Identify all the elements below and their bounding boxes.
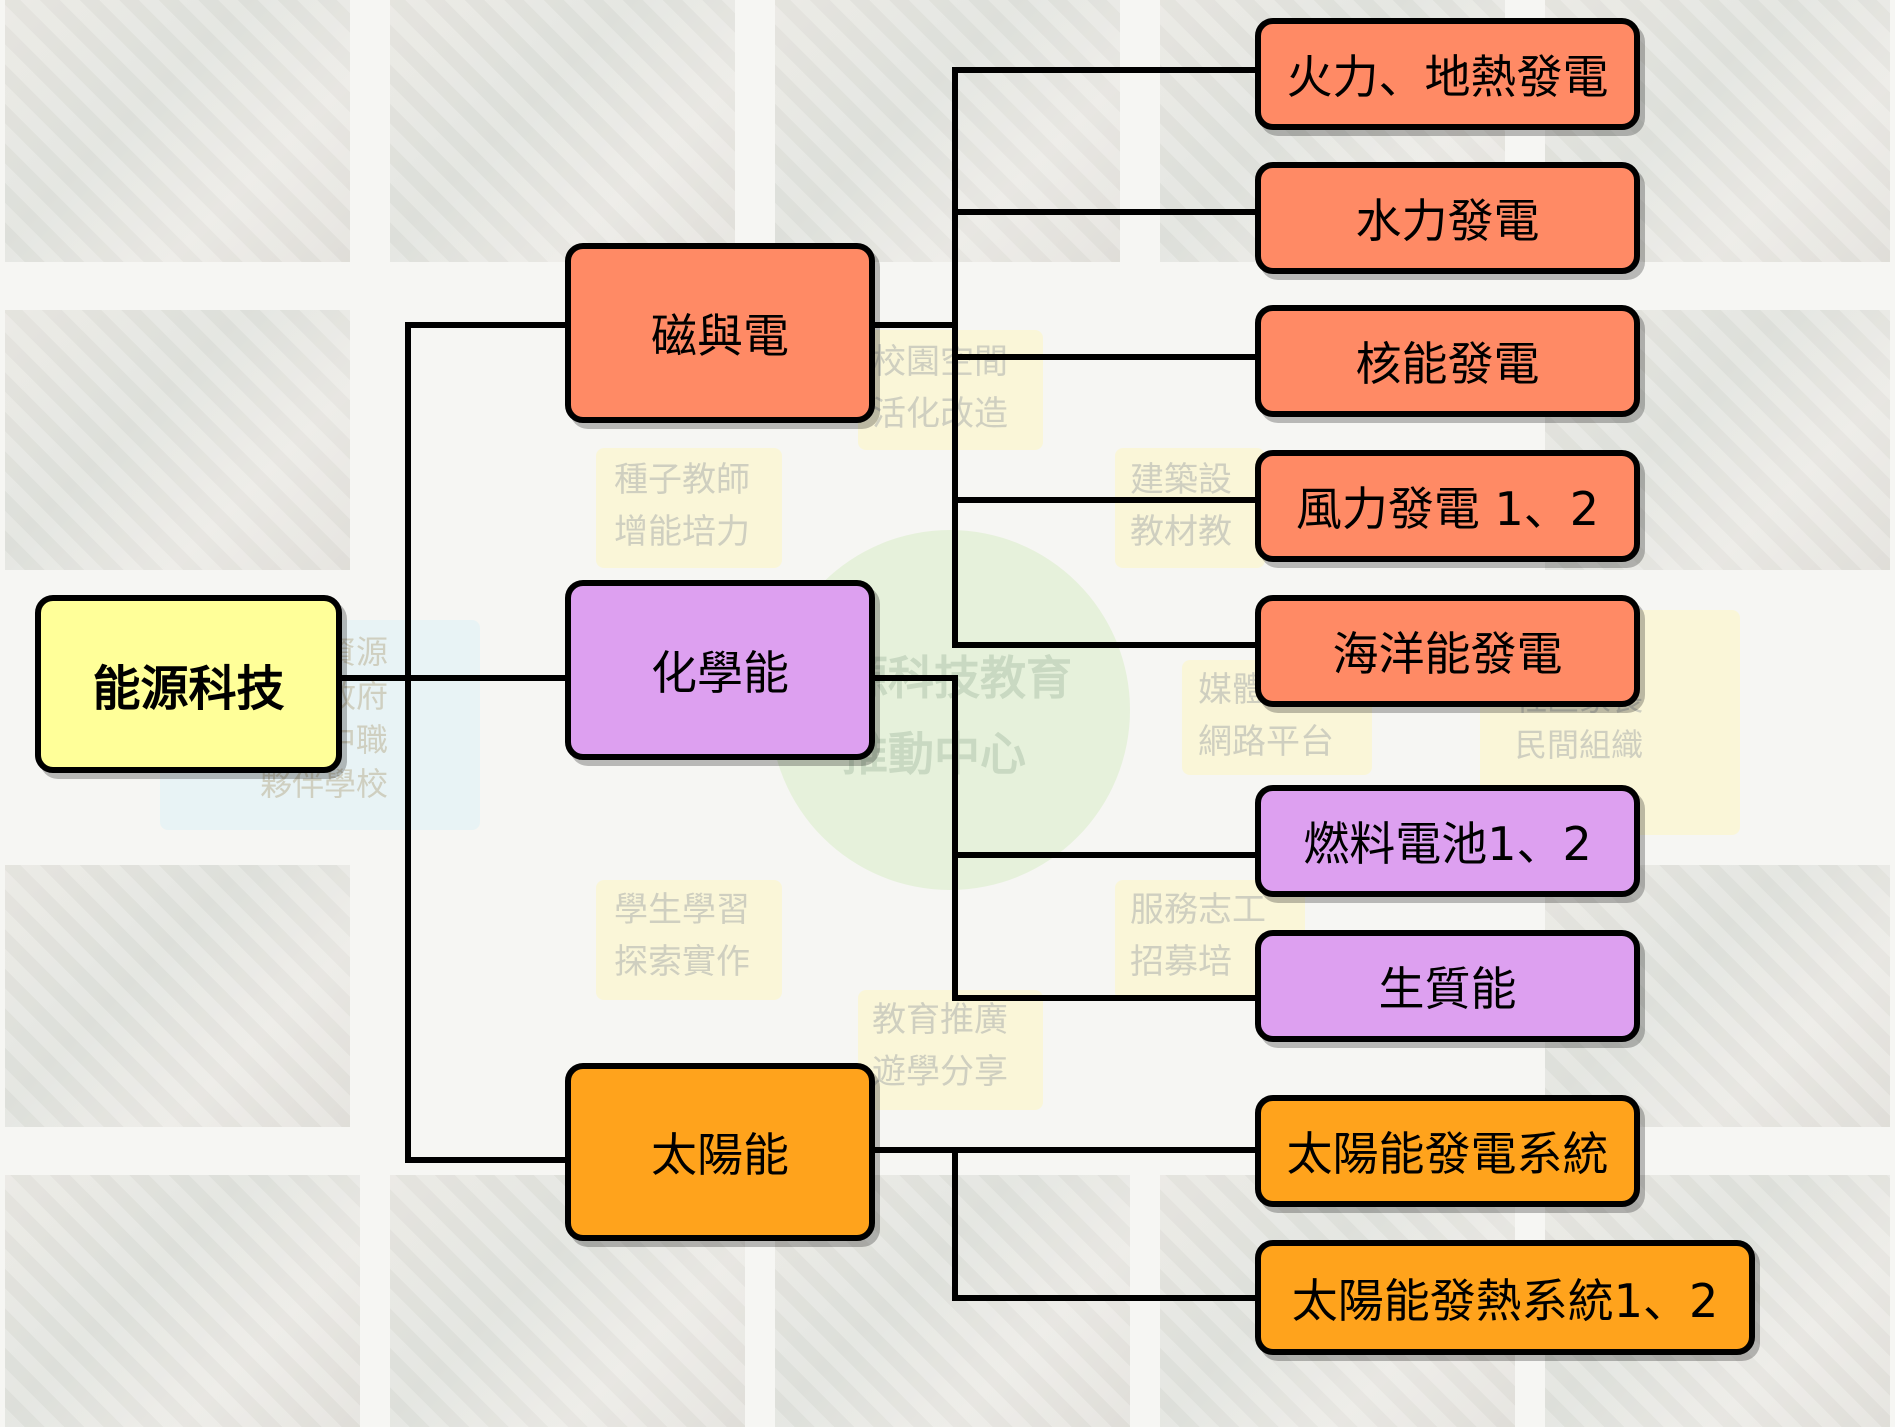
connector-root-trunk [339, 322, 568, 1163]
category-node-solar-energy: 太陽能 [565, 1063, 875, 1241]
background-label: 媒體網路平台 [1198, 670, 1334, 762]
leaf-node-label: 燃料電池1、2 [1303, 817, 1592, 871]
leaf-node-label: 風力發電 1、2 [1295, 482, 1600, 536]
leaf-node-thermal-geothermal: 火力、地熱發電 [1255, 18, 1640, 130]
background-label-box [596, 880, 782, 1000]
category-node-label: 化學能 [651, 646, 789, 700]
background-photo [1545, 1175, 1890, 1427]
background-label-box [858, 990, 1043, 1110]
leaf-node-ocean: 海洋能發電 [1255, 595, 1640, 707]
background-photo [5, 865, 350, 1127]
background-label-box [1115, 448, 1265, 568]
leaf-node-biomass: 生質能 [1255, 930, 1640, 1042]
leaf-node-solar-thermal-system: 太陽能發熱系統1、2 [1255, 1240, 1755, 1355]
root-node-energy-technology: 能源科技 [35, 595, 342, 773]
connector-magnetism [872, 67, 1258, 648]
leaf-node-label: 水力發電 [1355, 194, 1540, 248]
background-photo [390, 0, 735, 262]
background-label-box [596, 448, 782, 568]
background-label: 學生學習探索實作 [614, 890, 750, 982]
background-label: 種子教師增能培力 [614, 460, 750, 552]
background-photo [1545, 865, 1890, 1127]
category-node-label: 太陽能 [651, 1128, 789, 1182]
leaf-node-label: 生質能 [1378, 962, 1517, 1016]
background-label-box [858, 330, 1043, 450]
leaf-node-solar-power-system: 太陽能發電系統 [1255, 1095, 1640, 1207]
leaf-node-hydro: 水力發電 [1255, 162, 1640, 274]
category-node-chemical-energy: 化學能 [565, 580, 875, 760]
connector-solar [872, 1147, 1258, 1301]
background-photo [5, 1175, 360, 1427]
leaf-node-label: 火力、地熱發電 [1286, 50, 1609, 104]
leaf-node-label: 太陽能發電系統 [1286, 1127, 1609, 1181]
category-node-magnetism-electricity: 磁與電 [565, 243, 875, 423]
background-photo [775, 0, 1120, 262]
connector-chemical [872, 675, 1258, 1001]
category-node-label: 磁與電 [651, 309, 789, 363]
leaf-node-label: 核能發電 [1355, 337, 1540, 391]
root-node-label: 能源科技 [92, 661, 285, 717]
background-photo [5, 310, 350, 570]
leaf-node-fuel-cell: 燃料電池1、2 [1255, 785, 1640, 897]
background-label: 教育推廣遊學分享 [872, 1000, 1008, 1092]
leaf-node-label: 太陽能發熱系統1、2 [1291, 1273, 1719, 1328]
leaf-node-label: 海洋能發電 [1332, 627, 1563, 681]
background-photo [5, 0, 350, 262]
background-label: 校園空間活化改造 [872, 342, 1008, 434]
background-label: 建築設教材教 [1130, 460, 1232, 552]
background-label: 服務志工招募培 [1130, 890, 1266, 982]
leaf-node-nuclear: 核能發電 [1255, 305, 1640, 417]
leaf-node-wind: 風力發電 1、2 [1255, 450, 1640, 562]
